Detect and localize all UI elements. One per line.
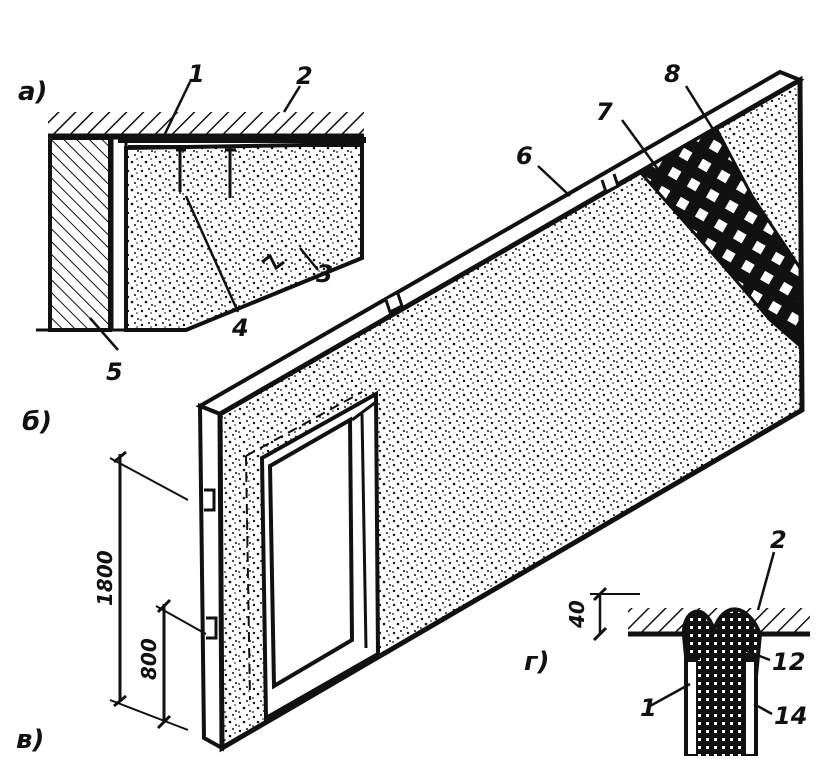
callout-2: 2: [296, 62, 313, 90]
door-opening: [267, 416, 355, 690]
leader-2: [282, 85, 302, 113]
mesh-reinforcement-8: [637, 125, 802, 350]
panel-label-v: в): [16, 725, 44, 755]
callout-7: 7: [596, 98, 613, 126]
ceiling-hatch-g-mask: [628, 600, 810, 608]
leader-g14: [753, 702, 773, 716]
callout-g12: 12: [772, 648, 805, 676]
callout-8: 8: [664, 60, 681, 88]
dim-40: 40: [565, 600, 589, 629]
door-hidden-line-top: [245, 391, 363, 457]
ext-line-800-top: [155, 605, 207, 635]
leader-g1: [649, 682, 691, 708]
callout-4: 4: [231, 314, 249, 342]
callout-g1: 1: [640, 694, 657, 722]
anchor-4b: [225, 148, 236, 198]
panel-a-section: а) 1 2 3 4 5: [18, 60, 366, 386]
notch-top-2: [600, 173, 620, 195]
wall-5: [48, 136, 112, 332]
dim-1800: 1800: [93, 550, 117, 606]
panel-g-joint-detail: 40 г) 2 12 1 14: [524, 526, 810, 758]
panel-edge-right: [742, 658, 758, 758]
leader-3: [299, 247, 319, 271]
leader-1: [160, 81, 192, 141]
panel-body-3: [124, 141, 364, 332]
callout-6: 6: [516, 142, 533, 170]
callout-3: 3: [316, 260, 333, 288]
gap-strip: [110, 136, 128, 332]
leader-8: [684, 85, 728, 151]
ext-line-1800-top: [109, 457, 189, 501]
callout-g14: 14: [774, 702, 807, 730]
ceiling-hatch-a: [48, 110, 364, 136]
joint-fill: [698, 660, 744, 756]
callout-g2: 2: [770, 526, 787, 554]
notch-left-2: [206, 616, 218, 640]
leader-7: [620, 119, 662, 173]
leader-g12: [743, 648, 771, 662]
dim-ticks-800: [156, 598, 172, 730]
panel-edge-left: [684, 658, 700, 758]
ceiling-hatch-mask: [48, 104, 364, 112]
leader-6: [537, 165, 571, 197]
panel-label-g: г): [524, 647, 549, 677]
panel-label-a: а): [18, 77, 47, 107]
panel-label-b: б): [22, 407, 52, 437]
callout-1: 1: [188, 60, 205, 88]
leader-4: [184, 195, 240, 313]
leader-5: [89, 317, 119, 351]
gasket-12: [681, 607, 763, 678]
dim-ticks-40: [592, 586, 608, 642]
door-jamb-top: [351, 400, 377, 422]
anchor-4a: [176, 148, 186, 192]
panel-v-dimensions: 1800 800 в): [16, 450, 207, 755]
break-mark: [261, 253, 285, 271]
notch-left-1: [204, 488, 216, 512]
notch-top-1: [384, 293, 404, 315]
dim-ticks-1800: [113, 450, 127, 708]
panel-b-isometric: б) 6 7 8: [22, 60, 805, 753]
leader-g2: [756, 551, 776, 611]
door-jamb-right: [360, 413, 368, 649]
callout-5: 5: [106, 358, 123, 386]
dim-800: 800: [137, 638, 161, 680]
door-hidden-line-left: [245, 455, 251, 701]
ext-line-bottom: [109, 699, 189, 731]
